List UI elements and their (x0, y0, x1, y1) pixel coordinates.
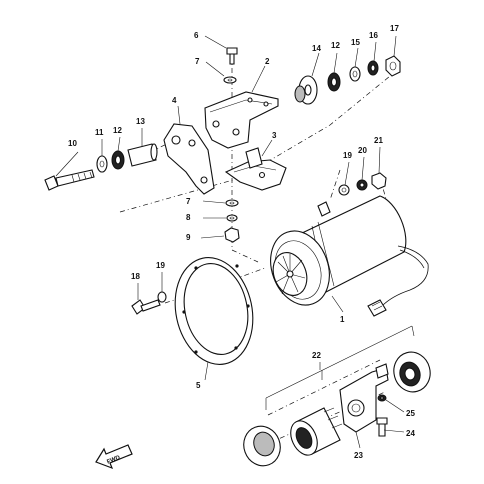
bolt-6 (226, 47, 238, 65)
bracket-2 (204, 91, 279, 149)
bracket-23 (339, 363, 389, 433)
label-16: 16 (369, 31, 378, 40)
fwd-label: FWD (106, 455, 122, 466)
screw-18 (131, 299, 161, 315)
gasket-5 (174, 257, 254, 365)
label-19-right: 19 (343, 151, 352, 160)
washer-8 (226, 214, 238, 222)
label-18: 18 (131, 272, 140, 281)
label-12-left: 12 (113, 126, 122, 135)
label-23: 23 (354, 451, 363, 460)
label-14: 14 (312, 44, 321, 53)
bracket-3 (224, 147, 287, 191)
bracket-4 (163, 123, 215, 195)
washer-19-right (338, 184, 350, 196)
motor-1 (270, 195, 407, 306)
ring-nut (393, 351, 431, 393)
fwd-arrow-icon: FWD (95, 444, 133, 470)
label-22: 22 (312, 351, 321, 360)
washer-16 (367, 60, 379, 76)
washer-11 (96, 155, 108, 173)
label-19-left: 19 (156, 261, 165, 270)
subassembly-22-bracket-lines (265, 325, 415, 410)
horn-fitting (290, 407, 343, 456)
label-17: 17 (390, 24, 399, 33)
label-12-right: 12 (331, 41, 340, 50)
label-2: 2 (265, 57, 270, 66)
label-8: 8 (186, 213, 191, 222)
sleeve-13 (127, 143, 158, 167)
label-11: 11 (95, 128, 104, 137)
bolt-24 (376, 417, 388, 437)
leader-lines (55, 35, 405, 449)
label-7-top: 7 (195, 57, 200, 66)
label-15: 15 (351, 38, 360, 47)
nut-17 (385, 55, 401, 77)
washer-25 (377, 394, 387, 402)
label-9: 9 (186, 233, 191, 242)
washer-15 (349, 66, 361, 82)
label-20: 20 (358, 146, 367, 155)
label-5: 5 (196, 381, 201, 390)
motor-wire-harness (381, 245, 429, 307)
label-4: 4 (172, 96, 177, 105)
label-1: 1 (340, 315, 345, 324)
wire-connector (367, 299, 387, 317)
collar-12-left (111, 150, 125, 170)
bolt-10 (44, 169, 95, 191)
cap (243, 425, 281, 467)
collar-12-right (327, 72, 341, 92)
label-13: 13 (136, 117, 145, 126)
label-24: 24 (406, 429, 415, 438)
grommet-14 (294, 75, 318, 105)
washer-20 (356, 179, 368, 191)
part-labels: 1 2 3 4 5 6 7 7 8 9 10 11 12 13 14 12 15… (68, 24, 415, 460)
nut-9 (224, 227, 240, 243)
label-3: 3 (272, 131, 277, 140)
nut-21 (371, 172, 387, 190)
washer-7-top (223, 76, 237, 84)
washer-7-mid (225, 199, 239, 207)
label-21: 21 (374, 136, 383, 145)
label-10: 10 (68, 139, 77, 148)
label-6: 6 (194, 31, 199, 40)
label-7-mid: 7 (186, 197, 191, 206)
washer-19-left (157, 291, 167, 303)
label-25: 25 (406, 409, 415, 418)
